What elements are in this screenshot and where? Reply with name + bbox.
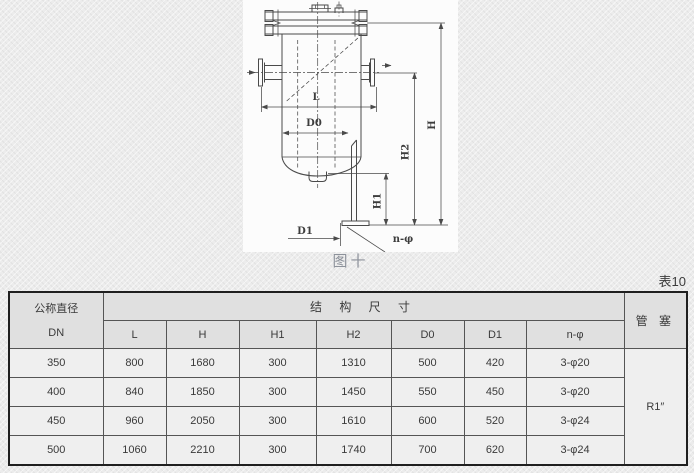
cell-h1: 300 [238, 435, 317, 466]
col-header-h1: H1 [238, 320, 317, 349]
col-header-dn: 公称直径 DN [8, 291, 104, 349]
cell-n-phi: 3-φ20 [525, 348, 625, 378]
col-header-d0: D0 [390, 320, 465, 349]
screen-diagonal [286, 37, 359, 102]
dn-title: 公称直径 [34, 302, 79, 315]
cell-d0: 600 [390, 406, 465, 436]
col-header-h: H [165, 320, 240, 349]
cell-h2: 1450 [315, 377, 392, 407]
strainer-diagram: L D0 H H2 H1 D1 n-φ [247, 1, 448, 252]
cover-flange [264, 9, 368, 37]
cell-d0: 500 [390, 348, 465, 378]
table-row: 400 840 1850 300 1450 550 450 3-φ20 [8, 377, 687, 407]
col-header-n-phi: n-φ [525, 320, 625, 349]
dn-sub-label: DN [48, 326, 65, 339]
table-number-label: 表10 [658, 274, 686, 289]
h-reference-lines [367, 22, 448, 226]
cell-h2: 1310 [315, 348, 392, 378]
cell-h2: 1740 [315, 435, 392, 466]
dim-label-l: L [312, 92, 319, 103]
table-row: 500 1060 2210 300 1740 700 620 3-φ24 [8, 435, 687, 466]
cell-dn: 350 [8, 348, 104, 378]
cell-l: 800 [102, 348, 167, 378]
cell-h1: 300 [238, 348, 317, 378]
cell-l: 960 [102, 406, 167, 436]
dim-label-h2: H2 [401, 144, 412, 160]
dim-label-d0: D0 [306, 118, 322, 129]
dim-label-d1: D1 [297, 226, 313, 237]
cell-h1: 300 [238, 406, 317, 436]
cell-n-phi: 3-φ24 [525, 435, 625, 466]
cell-dn: 500 [8, 435, 104, 466]
lifting-lug-icon [309, 4, 331, 12]
col-header-l: L [102, 320, 167, 349]
support-leg [341, 139, 370, 226]
cell-dn: 400 [8, 377, 104, 407]
cell-plug-value: R1″ [623, 348, 688, 466]
cell-h2: 1610 [315, 406, 392, 436]
col-header-d1: D1 [463, 320, 527, 349]
dim-label-h: H [427, 120, 438, 129]
cell-d0: 700 [390, 435, 465, 466]
cell-l: 1060 [102, 435, 167, 466]
cell-n-phi: 3-φ24 [525, 406, 625, 436]
figure-caption: 图十 [332, 253, 369, 270]
dim-label-n-phi: n-φ [393, 234, 413, 245]
figure-panel: L D0 H H2 H1 D1 n-φ [243, 0, 458, 252]
col-group-structure-dims: 结 构 尺 寸 [102, 291, 625, 321]
cell-d0: 550 [390, 377, 465, 407]
cell-h: 1680 [165, 348, 240, 378]
table-row: 450 960 2050 300 1610 600 520 3-φ24 [8, 406, 687, 436]
cell-h1: 300 [238, 377, 317, 407]
cell-h: 2050 [165, 406, 240, 436]
dimension-table: 公称直径 DN 结 构 尺 寸 管 塞 L H H1 H2 D0 D1 n-φ … [8, 291, 689, 466]
cell-h: 2210 [165, 435, 240, 466]
cell-l: 840 [102, 377, 167, 407]
vent-plug-icon [334, 1, 344, 17]
cell-dn: 450 [8, 406, 104, 436]
table-row: 350 800 1680 300 1310 500 420 3-φ20 R1″ [8, 348, 688, 466]
cell-d1: 450 [463, 377, 527, 407]
col-header-h2: H2 [315, 320, 392, 349]
cell-h: 1850 [165, 377, 240, 407]
cell-d1: 420 [463, 348, 527, 378]
cell-n-phi: 3-φ20 [525, 377, 625, 407]
cell-d1: 520 [463, 406, 527, 436]
n-phi-leader-line [346, 226, 386, 252]
vessel-body [281, 34, 362, 182]
dim-label-h1: H1 [373, 193, 384, 209]
col-header-plug: 管 塞 [623, 291, 688, 349]
cell-d1: 620 [463, 435, 527, 466]
basket-dashed-lines [297, 40, 336, 170]
